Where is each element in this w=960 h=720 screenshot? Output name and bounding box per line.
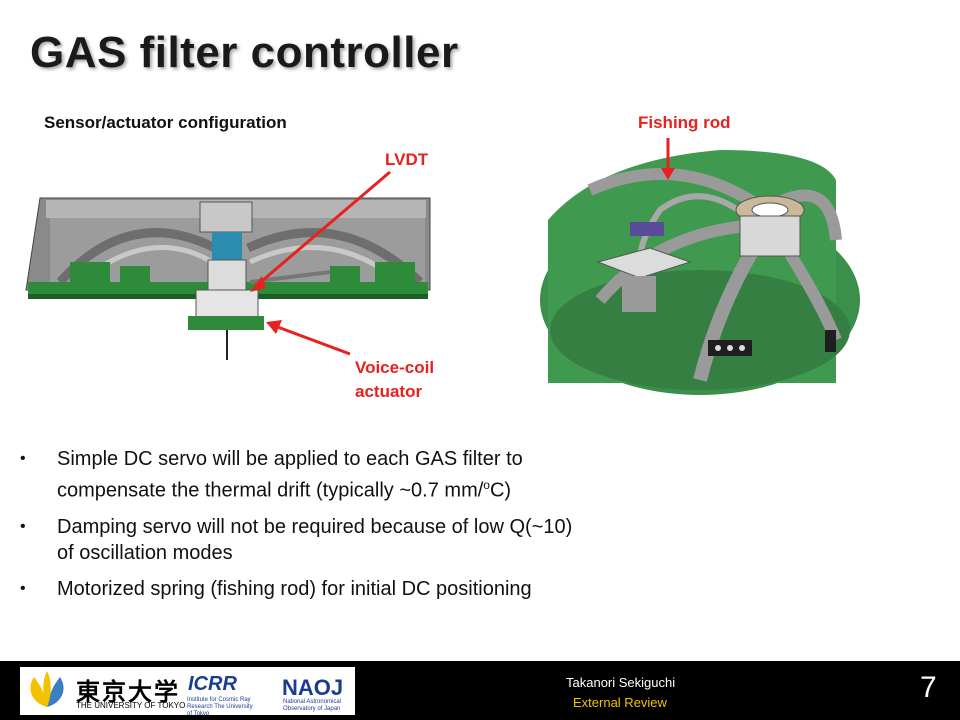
bullet-line: of oscillation modes bbox=[57, 541, 233, 564]
tokyo-logo-english: THE UNIVERSITY OF TOKYO bbox=[76, 701, 186, 710]
slide-footer: 東京大学 THE UNIVERSITY OF TOKYO ICRR Instit… bbox=[0, 661, 960, 720]
section-subheading: Sensor/actuator configuration bbox=[44, 113, 287, 132]
bullet-item: • Damping servo will not be required bec… bbox=[20, 514, 720, 566]
tokyo-logo-text: 東京大学 bbox=[76, 679, 180, 706]
bullet-glyph: • bbox=[20, 579, 26, 597]
icrr-logo-subtitle: Institute for Cosmic Ray Research The Un… bbox=[187, 697, 253, 717]
bullet-line: Motorized spring (fishing rod) for initi… bbox=[57, 577, 532, 600]
bullet-line: Damping servo will not be required becau… bbox=[57, 515, 573, 538]
bullet-line: Simple DC servo will be applied to each … bbox=[57, 448, 523, 470]
fishing-rod-render bbox=[540, 138, 860, 395]
degree-superscript: o bbox=[483, 478, 490, 492]
icrr-logo: ICRR bbox=[188, 673, 237, 695]
slide-title: GAS filter controller bbox=[30, 28, 459, 77]
institution-logos: 東京大学 THE UNIVERSITY OF TOKYO ICRR Instit… bbox=[20, 667, 355, 717]
bullet-glyph: • bbox=[20, 450, 26, 467]
page-number: 7 bbox=[920, 671, 937, 704]
bullet-text: compensate the thermal drift (typically … bbox=[57, 479, 484, 502]
naoj-logo: NAOJ bbox=[282, 675, 344, 700]
lvdt-label: LVDT bbox=[385, 150, 429, 169]
voice-coil-actuator-label: Voice-coil actuator bbox=[355, 356, 434, 404]
naoj-logo-subtitle: National Astronomical Observatory of Jap… bbox=[283, 699, 342, 712]
voice-coil-label-line1: Voice-coil bbox=[355, 358, 435, 377]
bullet-item: • Simple DC servo will be applied to eac… bbox=[20, 446, 720, 504]
bullet-glyph: • bbox=[20, 517, 26, 535]
bullet-line: compensate the thermal drift (typically … bbox=[57, 472, 720, 504]
footer-subtitle: External Review bbox=[573, 695, 667, 710]
bullet-text: C) bbox=[489, 479, 512, 502]
bullet-item: • Motorized spring (fishing rod) for ini… bbox=[20, 576, 720, 602]
bullet-list: • Simple DC servo will be applied to eac… bbox=[20, 446, 720, 612]
voice-coil-label-line2: actuator bbox=[355, 382, 423, 401]
footer-author: Takanori Sekiguchi bbox=[566, 675, 676, 690]
ginkgo-leaf-logo-icon bbox=[30, 671, 64, 707]
gas-filter-cross-section-diagram bbox=[25, 138, 860, 395]
fishing-rod-label: Fishing rod bbox=[638, 113, 731, 132]
